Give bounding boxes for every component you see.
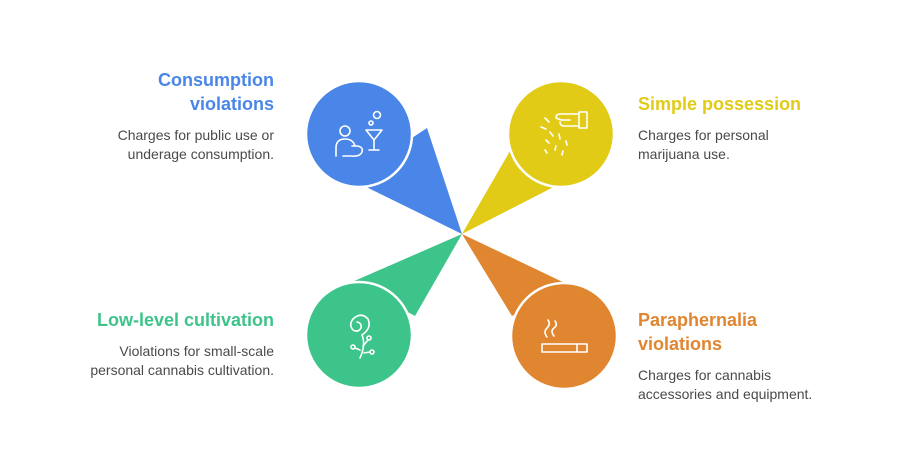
cultivation-description: Violations for small-scale personal cann…: [14, 342, 274, 380]
cultivation-petal: [304, 234, 462, 390]
cultivation-title-line1: Low-level cultivation: [96, 310, 274, 330]
consumption-description: Charges for public use or underage consu…: [34, 126, 274, 164]
paraphernalia-description: Charges for cannabis accessories and equ…: [638, 366, 898, 404]
cultivation-desc-line1: Violations for small-scale: [119, 343, 274, 359]
paraphernalia-title-line1: Paraphernalia: [638, 310, 758, 330]
cultivation-block: Low-level cultivation Violations for sma…: [14, 308, 274, 380]
possession-block: Simple possession Charges for personal m…: [638, 92, 898, 164]
paraphernalia-title: Paraphernalia violations: [638, 308, 898, 356]
cigarette-icon: [541, 319, 588, 353]
consumption-desc-line1: Charges for public use or: [117, 127, 274, 143]
possession-title-line1: Simple possession: [638, 94, 802, 114]
cultivation-title: Low-level cultivation: [14, 308, 274, 332]
possession-title: Simple possession: [638, 92, 898, 116]
paraphernalia-title-line2: violations: [638, 334, 723, 354]
possession-desc-line1: Charges for personal: [638, 127, 769, 143]
paraphernalia-block: Paraphernalia violations Charges for can…: [638, 308, 898, 404]
cultivation-desc-line2: personal cannabis cultivation.: [90, 362, 274, 378]
consumption-title-line1: Consumption: [158, 70, 274, 90]
possession-desc-line2: marijuana use.: [638, 146, 730, 162]
possession-petal: [462, 79, 616, 234]
consumption-petal: [304, 79, 462, 234]
consumption-title: Consumption violations: [34, 68, 274, 116]
consumption-block: Consumption violations Charges for publi…: [34, 68, 274, 164]
possession-description: Charges for personal marijuana use.: [638, 126, 898, 164]
paraphernalia-petal: [462, 234, 619, 391]
consumption-desc-line2: underage consumption.: [127, 146, 274, 162]
paraphernalia-desc-line2: accessories and equipment.: [638, 386, 813, 402]
sprout-icon: [349, 314, 375, 359]
paraphernalia-desc-line1: Charges for cannabis: [638, 367, 772, 383]
hand-sprinkle-icon: [540, 111, 588, 156]
person-drink-icon: [335, 110, 383, 157]
consumption-title-line2: violations: [189, 94, 274, 114]
